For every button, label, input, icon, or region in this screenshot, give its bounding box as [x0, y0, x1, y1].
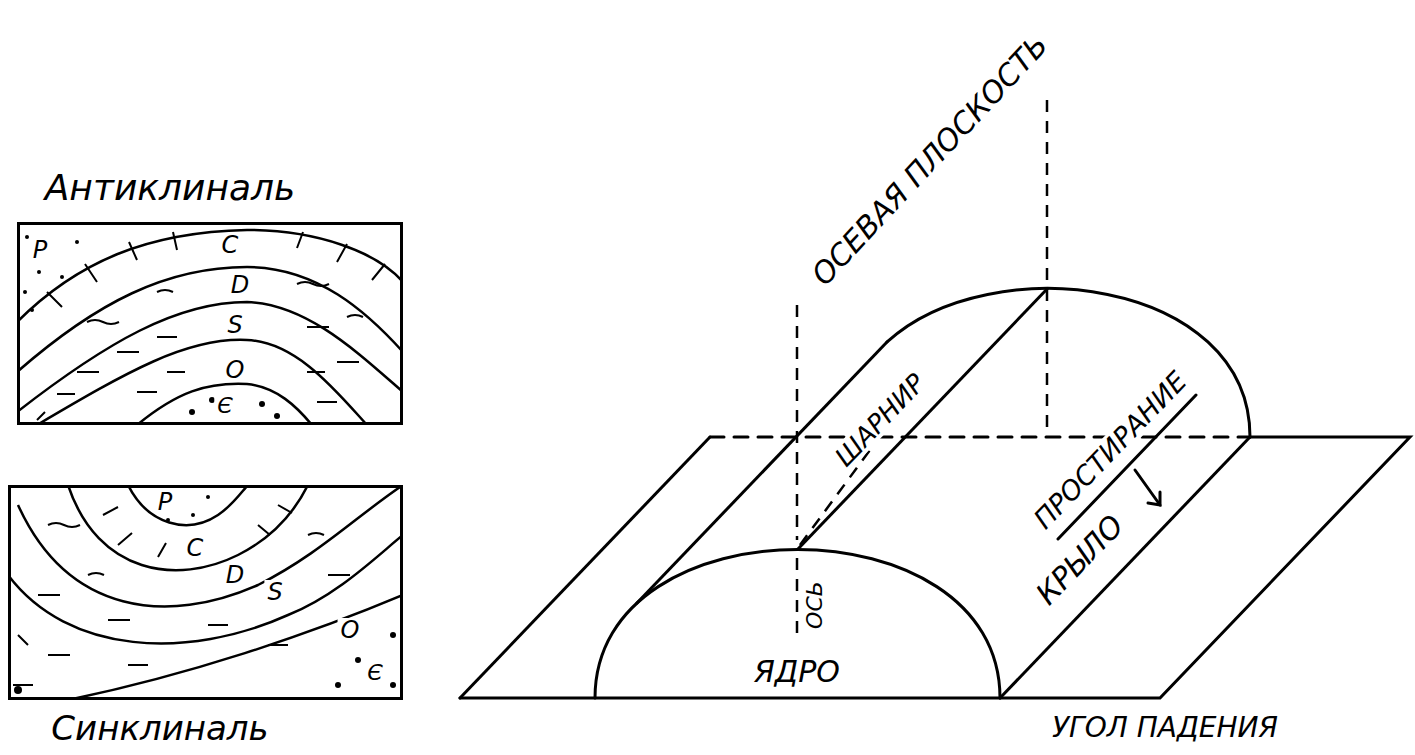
stratum-letter: D: [228, 273, 252, 297]
stratum-letter: S: [224, 313, 245, 337]
anticline-section: АнтиклинальPCDSOЄ: [17, 222, 403, 425]
dip-angle-label: УГОЛ ПАДЕНИЯ: [1049, 714, 1281, 742]
axis-label: ОСЬ: [804, 578, 826, 632]
syncline-layers: [8, 485, 403, 700]
stratum-letter: P: [30, 238, 50, 262]
syncline-section: PCDSOЄСинклиналь: [8, 485, 403, 700]
stratum-letter: P: [155, 490, 175, 514]
stratum-letter: C: [219, 233, 242, 257]
stratum-letter: O: [338, 618, 363, 642]
section-title: Синклиналь: [51, 711, 268, 745]
hinge-label: ШАРНИР: [828, 367, 931, 473]
stratum-letter: O: [223, 358, 248, 382]
stratum-letter: Є: [364, 662, 385, 684]
stratum-letter: Є: [214, 395, 235, 417]
stratum-letter: D: [223, 563, 247, 587]
section-title: Антиклиналь: [45, 170, 296, 206]
stratum-letter: S: [264, 580, 285, 604]
stratum-letter: C: [184, 536, 207, 560]
axial-plane-label: ОСЕВАЯ ПЛОСКОСТЬ: [805, 27, 1056, 293]
core-label: ЯДРО: [751, 657, 843, 687]
anticline-layers: [17, 222, 403, 425]
